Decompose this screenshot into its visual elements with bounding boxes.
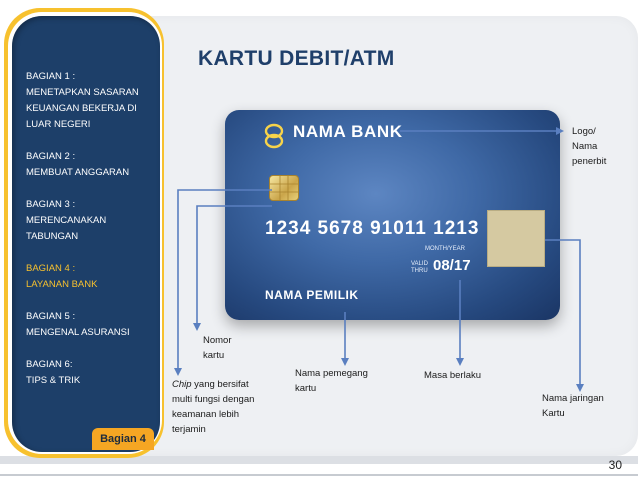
label-holder: Nama pemegang kartu [295, 366, 368, 396]
sidebar-item-bagian-5[interactable]: BAGIAN 5 : MENGENAL ASURANSI [26, 309, 154, 341]
sidebar-item-line: BAGIAN 5 : [26, 311, 76, 322]
card-thru-label: THRU [411, 268, 428, 274]
label-line: Nama jaringan [542, 393, 604, 404]
label-network: Nama jaringan Kartu [542, 391, 604, 421]
label-line: Logo/ [572, 126, 596, 137]
sidebar-item-bagian-3[interactable]: BAGIAN 3 : MERENCANAKAN TABUNGAN [26, 197, 154, 245]
label-line: terjamin [172, 424, 206, 435]
slide-title: KARTU DEBIT/ATM [198, 47, 395, 70]
sidebar-item-line: TABUNGAN [26, 231, 79, 242]
label-line: penerbit [572, 156, 607, 167]
sidebar-item-line: BAGIAN 3 : [26, 199, 76, 210]
sidebar-item-line: TIPS & TRIK [26, 375, 81, 386]
label-line: Masa berlaku [424, 370, 482, 381]
sidebar-item-line: MEMBUAT ANGGARAN [26, 167, 130, 178]
label-line: Kartu [542, 408, 565, 419]
label-logo: Logo/ Nama penerbit [572, 124, 606, 169]
card-bank-name: NAMA BANK [293, 122, 403, 141]
sidebar-item-line: BAGIAN 4 : [26, 263, 76, 274]
sidebar-item-line: LAYANAN BANK [26, 279, 98, 290]
page-number: 30 [608, 458, 622, 472]
debit-card: NAMA BANK 1234 5678 91011 1213 MONTH/YEA… [225, 110, 560, 320]
label-chip: Chip yang bersifat multi fungsi dengan k… [172, 377, 254, 437]
section-badge: Bagian 4 [92, 428, 154, 450]
chip-lines [270, 176, 298, 200]
card-network-hologram [487, 210, 545, 267]
label-line: Nama pemegang [295, 368, 368, 379]
sidebar-item-line: MENGENAL ASURANSI [26, 327, 130, 338]
label-line: Nomor [203, 335, 232, 346]
card-valid-thru-label: VALID THRU [411, 261, 428, 275]
label-line: Chip yang bersifat [172, 377, 254, 392]
label-line: keamanan lebih [172, 409, 240, 420]
sidebar-item-line: KEUANGAN BEKERJA DI [26, 103, 137, 114]
chip-icon [269, 175, 299, 201]
sidebar-item-line: BAGIAN 2 : [26, 151, 76, 162]
sidebar [12, 16, 160, 452]
chip-text: yang bersifat [191, 379, 249, 390]
footer-band [0, 456, 638, 464]
card-holder-name: NAMA PEMILIK [265, 288, 359, 302]
sidebar-menu: BAGIAN 1 : MENETAPKAN SASARAN KEUANGAN B… [26, 69, 154, 405]
sidebar-item-bagian-6[interactable]: BAGIAN 6: TIPS & TRIK [26, 357, 154, 389]
bank-logo-icon [264, 123, 284, 149]
label-line: kartu [203, 350, 225, 361]
sidebar-item-line: MERENCANAKAN [26, 215, 107, 226]
label-card-number: Nomor kartu [203, 333, 232, 363]
footer-line [0, 474, 638, 476]
sidebar-item-line: LUAR NEGERI [26, 119, 91, 130]
label-line: Nama [572, 141, 598, 152]
sidebar-item-line: BAGIAN 6: [26, 359, 73, 370]
card-number: 1234 5678 91011 1213 [265, 218, 480, 239]
label-line: kartu [295, 383, 317, 394]
card-expiry: 08/17 [433, 257, 471, 274]
label-line: multi fungsi dengan [172, 394, 255, 405]
label-expiry: Masa berlaku [424, 368, 481, 383]
sidebar-item-line: BAGIAN 1 : [26, 71, 76, 82]
card-month-year-label: MONTH/YEAR [425, 246, 466, 252]
sidebar-item-bagian-1[interactable]: BAGIAN 1 : MENETAPKAN SASARAN KEUANGAN B… [26, 69, 154, 133]
chip-term: Chip [172, 379, 192, 390]
sidebar-item-bagian-4[interactable]: BAGIAN 4 : LAYANAN BANK [26, 261, 154, 293]
sidebar-item-bagian-2[interactable]: BAGIAN 2 : MEMBUAT ANGGARAN [26, 149, 154, 181]
card-valid-label: VALID [411, 261, 428, 267]
sidebar-item-line: MENETAPKAN SASARAN [26, 87, 139, 98]
